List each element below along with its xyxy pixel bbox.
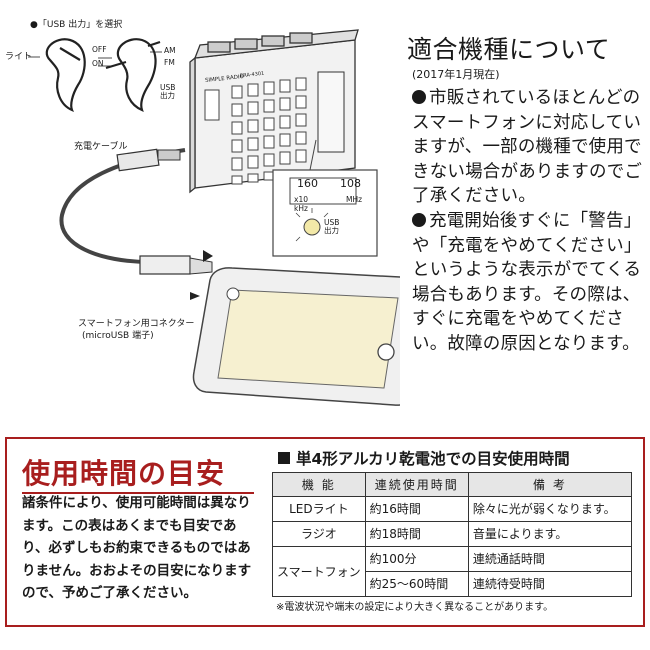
cable-label: 充電ケーブル [74, 142, 128, 152]
dial-khz-label: kHz [294, 204, 308, 213]
row-function: LEDライト [272, 495, 366, 522]
bullet-icon [412, 213, 426, 227]
row-note: 除々に光が弱くなります。 [467, 495, 633, 522]
compat-note-1: 市販されているほとんどのスマートフォンに対応していますが、一部の機種で使用できな… [412, 86, 644, 209]
square-bullet-icon [278, 452, 290, 464]
switch-light-label: ライト [5, 52, 33, 62]
header-function: 機 能 [272, 472, 366, 497]
insert-arrow-icon [203, 250, 213, 262]
switch-off-label: OFF [92, 45, 107, 54]
radio-switch-icon [105, 38, 161, 112]
usb-indicator-icon [303, 218, 321, 236]
compat-note-2-text: 充電開始後すぐに「警告」や「充電をやめてください」というような表示がでてくる場合… [412, 211, 642, 354]
usb-plug [116, 148, 160, 172]
header-note: 備 考 [467, 472, 633, 497]
table-row: ラジオ 約18時間 音量によります。 [272, 520, 633, 547]
usb-select-note: ●「USB 出力」を選択 [30, 20, 123, 30]
row-time: 約18時間 [364, 520, 469, 547]
insert-arrow-icon-2 [190, 292, 200, 300]
row-note: 音量によります。 [467, 520, 633, 547]
usage-description: 諸条件により、使用可能時間は異なります。この表はあくまでも目安であり、必ずしもお… [22, 495, 252, 601]
product-illustration: ●「USB 出力」を選択 ライト OFF ON AM FM USB 出力 SIM… [0, 0, 432, 410]
switch-fm-label: FM [164, 58, 175, 67]
dial-160-label: 160 [297, 177, 318, 190]
row-time: 約16時間 [364, 495, 469, 522]
table-heading: 単4形アルカリ乾電池での目安使用時間 [278, 447, 570, 469]
radio-phone-drawing [28, 29, 432, 406]
speaker-grid [204, 77, 307, 185]
dial-usb-label: USB 出力 [324, 218, 340, 236]
compat-date: (2017年1月現在) [412, 68, 500, 81]
usage-table: 機 能 連続使用時間 備 考 LEDライト 約16時間 除々に光が弱くなります。… [272, 472, 633, 597]
table-row: LEDライト 約16時間 除々に光が弱くなります。 [272, 495, 633, 522]
row-note: 連続通話時間 [467, 545, 633, 572]
switch-am-label: AM [164, 46, 176, 55]
header-time: 連続使用時間 [364, 472, 469, 497]
dial-mhz-label: MHz [346, 195, 363, 204]
row-time: 約25～60時間 [364, 570, 469, 597]
compat-note-2: 充電開始後すぐに「警告」や「充電をやめてください」というような表示がでてくる場合… [412, 209, 647, 356]
row-function: スマートフォン [272, 545, 366, 597]
row-function: ラジオ [272, 520, 366, 547]
connector-label: スマートフォン用コネクター [78, 319, 195, 329]
table-row: スマートフォン 約100分 連続通話時間 [272, 545, 633, 597]
switch-usb-label: USB 出力 [160, 83, 176, 101]
compat-title: 適合機種について [407, 35, 611, 64]
table-footnote: ※電波状況や端末の設定により大きく異なることがあります。 [276, 602, 554, 613]
row-note: 連続待受時間 [467, 570, 633, 597]
tuning-panel [317, 71, 345, 153]
table-header-row: 機 能 連続使用時間 備 考 [272, 472, 633, 497]
compat-note-1-text: 市販されているほとんどのスマートフォンに対応していますが、一部の機種で使用できな… [412, 88, 643, 206]
switch-on-label: ON [92, 59, 104, 68]
title-underline [22, 492, 254, 494]
light-switch-icon [45, 38, 86, 113]
microusb-plug [139, 255, 191, 275]
usage-title: 使用時間の目安 [22, 457, 226, 490]
row-time: 約100分 [364, 545, 469, 572]
dial-x10-label: x10 [294, 195, 308, 204]
table-heading-text: 単4形アルカリ乾電池での目安使用時間 [296, 450, 570, 468]
bullet-icon [412, 90, 426, 104]
smartphone [192, 267, 432, 406]
table-row: 約25～60時間 連続待受時間 [273, 570, 633, 597]
connector-sub-label: (microUSB 端子) [82, 331, 154, 341]
dial-108-label: 108 [340, 177, 361, 190]
